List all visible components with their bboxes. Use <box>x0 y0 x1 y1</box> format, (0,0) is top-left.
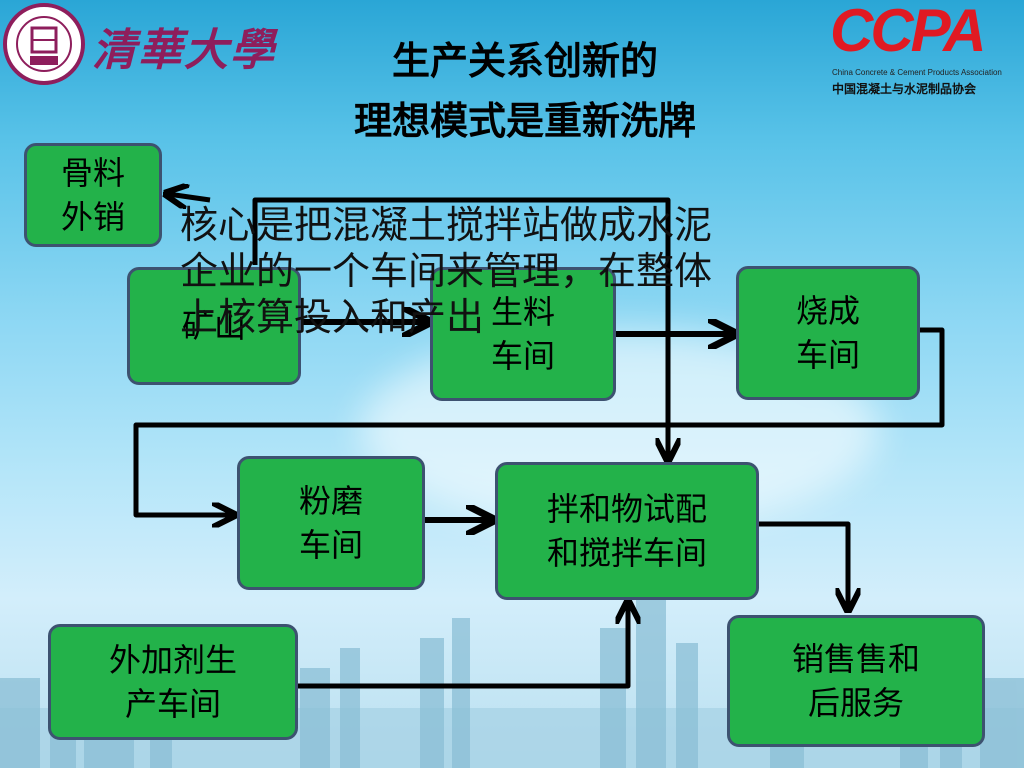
overlay-note: 核心是把混凝土搅拌站做成水泥 企业的一个车间来管理，在整体 上核算投入和产出 <box>180 202 900 340</box>
box-mixing: 拌和物试配和搅拌车间 <box>495 462 759 600</box>
tsinghua-seal-logo <box>3 3 85 85</box>
ccpa-wordmark: CCPA <box>830 0 987 64</box>
association-english-name: China Concrete & Cement Products Associa… <box>832 68 1002 77</box>
box-firing: 烧成车间 <box>736 266 920 400</box>
arrow-admixture-to-mixing <box>298 604 628 689</box>
slide-title-line-1: 生产关系创新的 <box>391 39 658 83</box>
box-raw-material: 生料车间 <box>430 267 616 401</box>
overlay-note-line-2: 企业的一个车间来管理，在整体 <box>180 249 713 293</box>
arrow-mixing-to-sales <box>758 521 848 608</box>
arrow-to-aggregate-sales <box>168 194 211 200</box>
arrow-mine-to-mixing <box>252 197 668 458</box>
box-mine: 矿山 <box>127 267 301 385</box>
school-name: 清華大學 <box>92 25 276 76</box>
box-aggregate-sales: 骨料外销 <box>24 143 162 247</box>
overlay-note-line-3: 上核算投入和产出 <box>180 295 485 339</box>
box-admixture: 外加剂生产车间 <box>48 624 298 740</box>
overlay-note-line-1: 核心是把混凝土搅拌站做成水泥 <box>180 203 713 247</box>
box-sales-service: 销售售和后服务 <box>727 615 985 747</box>
box-grinding: 粉磨车间 <box>237 456 425 590</box>
ccpa-logo: CCPA China Concrete & Cement Products As… <box>830 0 1024 98</box>
slide-title-line-2: 理想模式是重新洗牌 <box>353 99 696 143</box>
arrow-firing-to-grinding <box>133 327 945 515</box>
association-chinese-name: 中国混凝土与水泥制品协会 <box>832 82 977 96</box>
